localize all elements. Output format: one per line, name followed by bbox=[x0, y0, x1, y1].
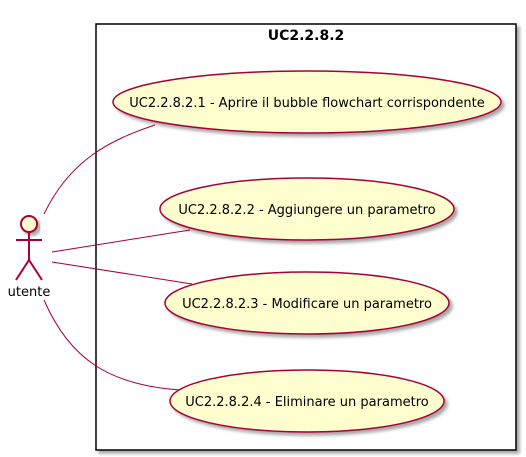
association-uc3 bbox=[51, 261, 193, 285]
use-case-1-label: UC2.2.8.2.1 - Aprire il bubble flowchart… bbox=[129, 96, 485, 111]
association-uc2 bbox=[51, 229, 191, 253]
actor-utente bbox=[15, 215, 43, 281]
use-case-4-label: UC2.2.8.2.4 - Eliminare un parametro bbox=[185, 395, 428, 410]
use-case-3-label: UC2.2.8.2.3 - Modificare un parametro bbox=[182, 297, 432, 312]
use-case-1: UC2.2.8.2.1 - Aprire il bubble flowchart… bbox=[112, 70, 502, 134]
associations bbox=[43, 124, 193, 391]
use-case-3: UC2.2.8.2.3 - Modificare un parametro bbox=[164, 271, 450, 335]
association-uc4 bbox=[43, 299, 181, 391]
actor-head-icon bbox=[20, 215, 38, 233]
system-title: UC2.2.8.2 bbox=[268, 28, 345, 44]
use-case-4: UC2.2.8.2.4 - Eliminare un parametro bbox=[169, 369, 445, 433]
use-case-2-label: UC2.2.8.2.2 - Aggiungere un parametro bbox=[178, 203, 435, 218]
use-case-2: UC2.2.8.2.2 - Aggiungere un parametro bbox=[159, 177, 455, 241]
association-uc1 bbox=[43, 124, 156, 215]
actor-label: utente bbox=[8, 285, 51, 300]
